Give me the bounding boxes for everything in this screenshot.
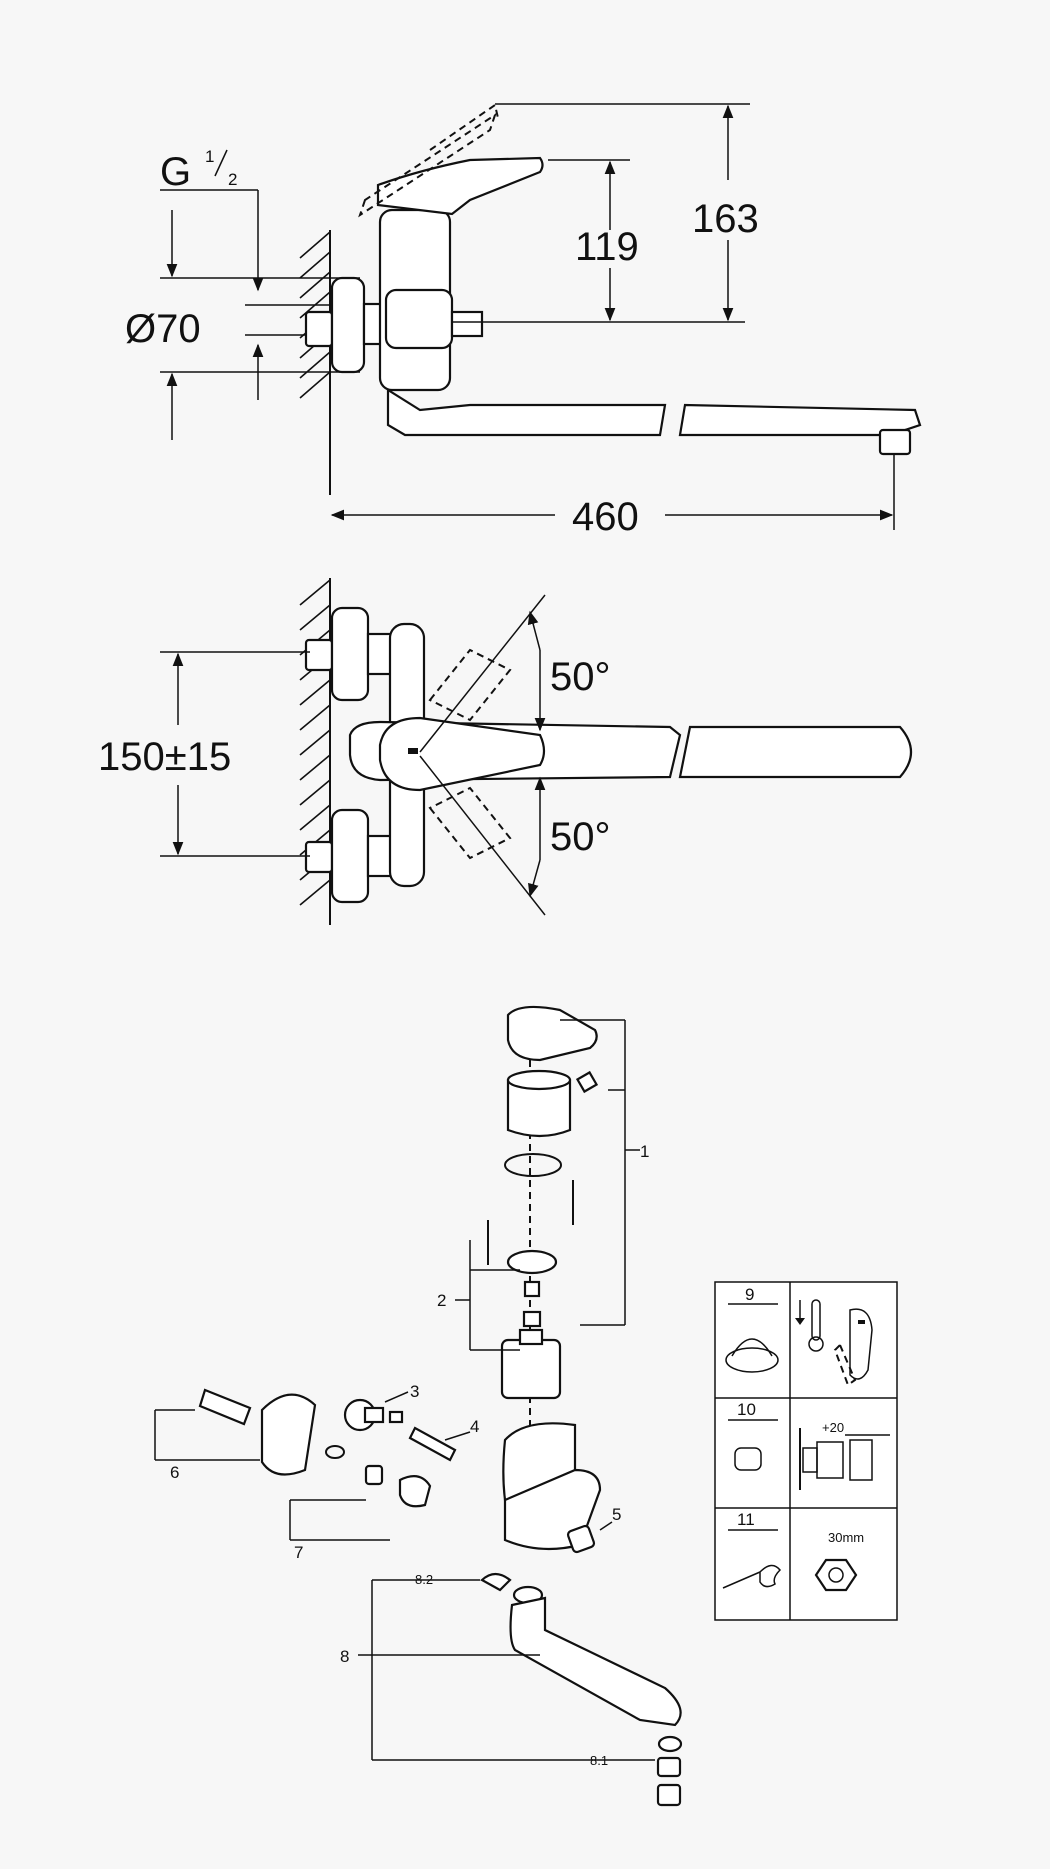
- part-label-3: 3: [410, 1382, 419, 1401]
- length-label: 460: [572, 495, 639, 539]
- lever-icon: [833, 1308, 873, 1387]
- part-label-6: 6: [170, 1463, 179, 1482]
- angle-dimensions: 50° 50°: [419, 594, 611, 916]
- part-label-2: 2: [437, 1291, 446, 1310]
- centers-dimension: 150±15: [98, 651, 310, 857]
- top-view: 150±15 50° 50°: [98, 578, 913, 925]
- part-label-8-1: 8.1: [590, 1753, 608, 1768]
- centers-label: 150±15: [98, 735, 231, 779]
- wrench-icon: [722, 1564, 782, 1589]
- cartridge-disc-icon: [725, 1347, 779, 1373]
- table-row-10-number: 10: [737, 1400, 756, 1419]
- table-row-11-note: 30mm: [828, 1530, 864, 1545]
- part-label-1: 1: [640, 1142, 649, 1161]
- diameter-dimension: Ø70: [125, 210, 360, 440]
- info-table: 9 10 11 +20 30mm: [714, 1281, 898, 1621]
- height-total-label: 163: [692, 197, 759, 241]
- diameter-label: Ø70: [125, 307, 201, 351]
- exploded-view: 1 2 3 4 5 6 7 8 8.1 8.2: [154, 1005, 683, 1807]
- table-row-9-number: 9: [745, 1285, 754, 1304]
- thermometer-icon: [795, 1299, 824, 1352]
- nut-icon: [814, 1558, 858, 1592]
- part-label-5: 5: [612, 1505, 621, 1524]
- extension-icon: [799, 1428, 890, 1490]
- thread-label-numerator: 1: [205, 147, 214, 166]
- thread-label-g: G: [160, 150, 191, 194]
- part-label-8-2: 8.2: [415, 1572, 433, 1587]
- side-view: G 1 2 Ø70: [125, 103, 922, 539]
- angle-bottom-label: 50°: [550, 815, 611, 859]
- part-label-4: 4: [470, 1417, 479, 1436]
- thread-dimension: G 1 2: [160, 147, 330, 400]
- leader-lines: [154, 1019, 655, 1761]
- table-row-11-number: 11: [737, 1510, 755, 1529]
- part-label-7: 7: [294, 1543, 303, 1562]
- height-lever-label: 119: [575, 225, 639, 269]
- angle-top-label: 50°: [550, 655, 611, 699]
- length-dimension: 460: [330, 454, 895, 539]
- height-dimensions: 119 163: [452, 103, 759, 323]
- part-label-8: 8: [340, 1647, 349, 1666]
- table-row-10-note: +20: [822, 1420, 844, 1435]
- thread-label-denominator: 2: [228, 170, 237, 189]
- adapter-icon: [734, 1447, 762, 1471]
